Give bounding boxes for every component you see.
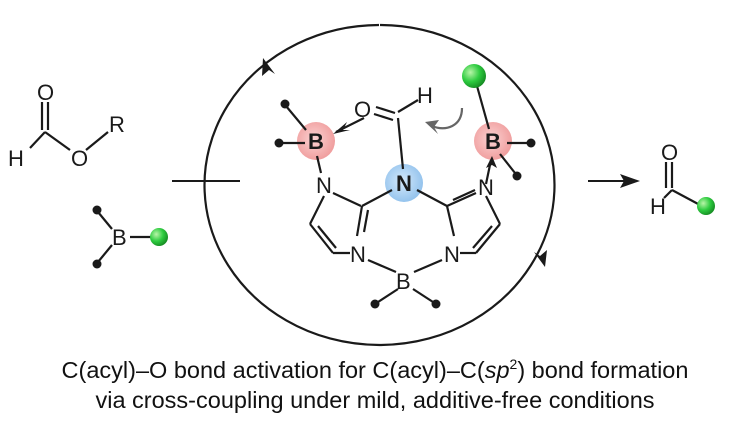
carbonyl-O: O: [354, 97, 371, 122]
green-substituent-ball: [150, 228, 168, 246]
caption-superscript: 2: [509, 356, 518, 373]
curved-arrowhead: [425, 120, 439, 134]
dative-arrowhead-right: [486, 156, 497, 168]
aldehyde-product-structure: [663, 162, 701, 206]
central-N: N: [396, 171, 412, 196]
boron-left: B: [308, 129, 324, 154]
boron-highlight-left: [297, 122, 335, 160]
dative-arrowhead-left: [333, 122, 350, 134]
caption-sp: sp: [484, 357, 510, 383]
methyl-dot: [92, 205, 102, 215]
formate-H: H: [8, 146, 24, 171]
methyl-dot: [274, 138, 284, 148]
methyl-dot: [370, 299, 380, 309]
nitrogen-highlight-center: [385, 164, 423, 202]
boron-bottom: B: [396, 269, 411, 294]
caption-text: ) bond formation: [517, 357, 689, 383]
formate-ester-structure: [29, 102, 109, 151]
boron-right: B: [485, 129, 501, 154]
green-substituent-ball: [462, 64, 486, 88]
trialkylborane-structure: [97, 211, 152, 263]
reaction-arrowhead: [620, 174, 640, 188]
cycle-arrowhead-upper-left: [262, 58, 275, 76]
methyl-dot: [431, 299, 441, 309]
catalytic-cycle: [203, 23, 556, 347]
formate-O-ester: O: [71, 146, 88, 171]
imidazole-N-right-upper: N: [478, 175, 494, 200]
imidazole-N-left-upper: N: [316, 173, 332, 198]
formate-O-carbonyl: O: [37, 80, 54, 105]
caption-line-1: C(acyl)–O bond activation for C(acyl)–C(…: [0, 357, 750, 384]
green-substituent-ball: [697, 197, 715, 215]
borane-B: B: [112, 225, 127, 250]
ligand-bonds: [282, 85, 527, 303]
methyl-dot: [280, 99, 290, 109]
aldehyde-H: H: [650, 194, 666, 219]
methyl-dot: [512, 171, 522, 181]
methyl-dot: [526, 138, 536, 148]
formyl-H: H: [417, 83, 433, 108]
aldehyde-O: O: [661, 140, 678, 165]
caption-line-2: via cross-coupling under mild, additive-…: [95, 387, 655, 413]
curved-migration-arrow: [431, 107, 464, 130]
boron-highlight-right: [474, 122, 512, 160]
cycle-arrowhead-lower-right: [534, 250, 547, 267]
imidazole-N-right-lower: N: [444, 242, 460, 267]
caption-text: C(acyl)–O bond activation for C(acyl)–C(: [61, 357, 485, 383]
formate-R: R: [109, 112, 125, 137]
methyl-dot: [92, 259, 102, 269]
imidazole-N-left-lower: N: [350, 242, 366, 267]
